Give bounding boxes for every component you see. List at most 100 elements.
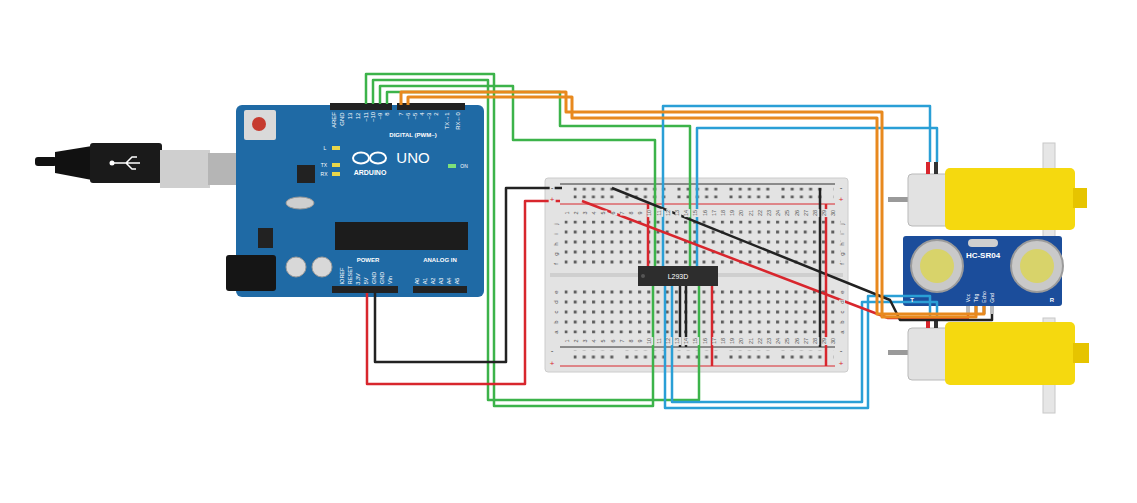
column-number: 30: [832, 337, 838, 345]
column-number: 14: [684, 337, 690, 345]
row-letter: j: [839, 222, 845, 225]
column-number: 4: [592, 338, 598, 343]
rail-sign: +: [838, 196, 845, 204]
column-number: 17: [712, 209, 718, 217]
column-number: 21: [749, 209, 755, 217]
column-number: 5: [602, 210, 608, 215]
pin-label: A2: [431, 277, 437, 284]
pin-label: 13: [347, 112, 353, 119]
pin-label: 2: [433, 112, 439, 115]
part-name: HC-SR04: [966, 252, 1000, 260]
rail-sign: -: [550, 347, 555, 355]
column-number: 7: [620, 338, 626, 343]
column-number: 3: [583, 210, 589, 215]
signal-wire: [401, 92, 976, 317]
header-label: ANALOG IN: [423, 257, 457, 263]
pin-label: 8: [384, 112, 390, 115]
part-name: L293D: [668, 273, 689, 280]
row-letter: g: [839, 251, 845, 256]
row-letter: b: [553, 319, 559, 324]
pin-label: Vcc: [966, 294, 971, 302]
column-number: 9: [638, 210, 644, 215]
row-letter: c: [553, 309, 559, 314]
pin-label: ~5: [412, 112, 418, 119]
pin-label: 12: [355, 112, 361, 119]
rail-sign: -: [550, 184, 555, 192]
column-number: 13: [675, 337, 681, 345]
dc-motor: [888, 143, 1087, 243]
row-letter: h: [553, 241, 559, 246]
rail-sign: -: [839, 184, 844, 192]
column-number: 11: [657, 337, 663, 345]
column-number: 28: [813, 209, 819, 217]
column-number: 2: [574, 210, 580, 215]
pin-label: A5: [455, 277, 461, 284]
pin-label: 5V: [364, 277, 370, 284]
column-number: 5: [602, 338, 608, 343]
row-letter: a: [839, 329, 845, 334]
pin-label: A1: [423, 277, 429, 284]
row-letter: e: [839, 289, 845, 294]
column-number: 20: [740, 209, 746, 217]
column-number: 4: [592, 210, 598, 215]
column-number: 23: [767, 337, 773, 345]
column-number: 6: [611, 210, 617, 215]
pin-label: TX→1: [444, 112, 450, 129]
column-number: 18: [721, 337, 727, 345]
pin-label: GND: [380, 272, 386, 284]
row-letter: a: [553, 329, 559, 334]
column-number: 6: [611, 338, 617, 343]
column-number: 30: [832, 209, 838, 217]
column-number: 23: [767, 209, 773, 217]
column-number: 24: [776, 209, 782, 217]
column-number: 1: [565, 338, 571, 343]
pin-label: A0: [415, 277, 421, 284]
column-number: 21: [749, 337, 755, 345]
row-letter: e: [553, 289, 559, 294]
part-name: ARDUINO: [354, 169, 387, 176]
column-number: 10: [648, 337, 654, 345]
column-number: 29: [822, 209, 828, 217]
transducer-label: T: [910, 297, 914, 303]
driver-chip: L293D: [638, 266, 718, 286]
pin-label: ~10: [370, 112, 376, 122]
led-label: ON: [460, 164, 468, 169]
led-label: RX: [321, 172, 328, 177]
pin-label: ~6: [405, 112, 411, 119]
rail-sign: -: [839, 347, 844, 355]
pin-label: 7: [398, 112, 404, 115]
pin-label: A4: [447, 277, 453, 284]
header-label: DIGITAL (PWM~): [389, 132, 436, 138]
arduino-uno-board: UNOARDUINO: [236, 105, 484, 297]
column-number: 1: [565, 210, 571, 215]
column-number: 29: [822, 337, 828, 345]
pin-label: IOREF: [340, 267, 346, 284]
pin-label: A3: [439, 277, 445, 284]
column-number: 20: [740, 337, 746, 345]
row-letter: b: [839, 319, 845, 324]
column-number: 8: [629, 338, 635, 343]
column-number: 17: [712, 337, 718, 345]
rail-sign: +: [549, 196, 556, 204]
led-label: TX: [321, 163, 327, 168]
row-letter: g: [553, 251, 559, 256]
usb-cable: [35, 143, 238, 188]
l293d-chip: [638, 266, 718, 286]
column-number: 19: [730, 209, 736, 217]
pin-label: GND: [372, 272, 378, 284]
column-number: 28: [813, 337, 819, 345]
column-number: 22: [758, 209, 764, 217]
pin-label: Echo: [982, 291, 987, 302]
row-letter: f: [553, 262, 559, 266]
column-number: 3: [583, 338, 589, 343]
column-number: 18: [721, 209, 727, 217]
transducer-label: R: [1050, 297, 1054, 303]
column-number: 25: [786, 209, 792, 217]
column-number: 26: [795, 209, 801, 217]
row-letter: c: [839, 309, 845, 314]
rail-sign: +: [549, 360, 556, 368]
column-number: 16: [703, 337, 709, 345]
pin-label: ~3: [426, 112, 432, 119]
pin-label: ~11: [363, 112, 369, 122]
row-letter: f: [839, 262, 845, 266]
